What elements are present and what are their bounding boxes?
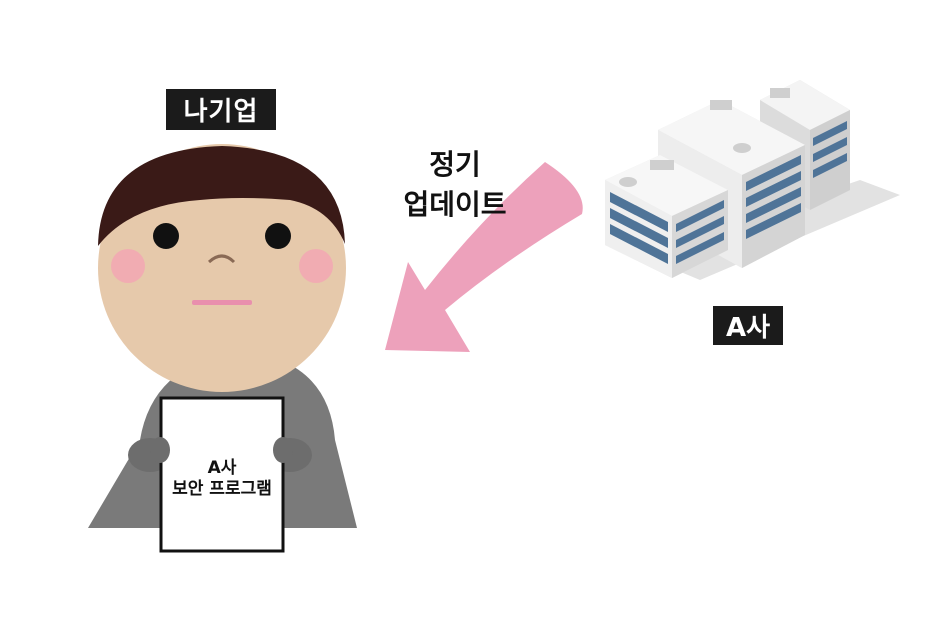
document-line2: 보안 프로그램 <box>172 479 272 499</box>
right-cheek <box>299 249 333 283</box>
arrow-label: 정기 업데이트 <box>380 145 530 225</box>
mouth <box>192 300 252 305</box>
roof-vent <box>733 143 751 153</box>
roof-vent <box>619 177 637 187</box>
document <box>159 396 285 553</box>
roof-unit <box>770 88 790 98</box>
roof-unit <box>710 100 732 110</box>
update-arrow <box>385 162 583 352</box>
windows-left <box>610 192 668 264</box>
left-eye <box>153 223 179 249</box>
document-text: A사 보안 프로그램 <box>161 458 283 500</box>
document-line1: A사 <box>207 458 237 478</box>
windows-left-side <box>676 200 724 264</box>
arrow-label-line1: 정기 <box>429 148 481 181</box>
windows-middle <box>746 155 801 239</box>
person-illustration <box>88 144 357 553</box>
roof-unit <box>650 160 674 170</box>
hair <box>98 146 345 246</box>
right-fingers <box>273 437 293 463</box>
left-cheek <box>111 249 145 283</box>
windows-right <box>813 121 847 178</box>
left-fingers <box>150 437 170 463</box>
building-illustration <box>605 80 900 280</box>
right-eye <box>265 223 291 249</box>
company-label: A사 <box>713 306 783 345</box>
person-label: 나기업 <box>166 89 276 130</box>
arrow-label-line2: 업데이트 <box>403 188 507 221</box>
nose <box>207 254 236 264</box>
